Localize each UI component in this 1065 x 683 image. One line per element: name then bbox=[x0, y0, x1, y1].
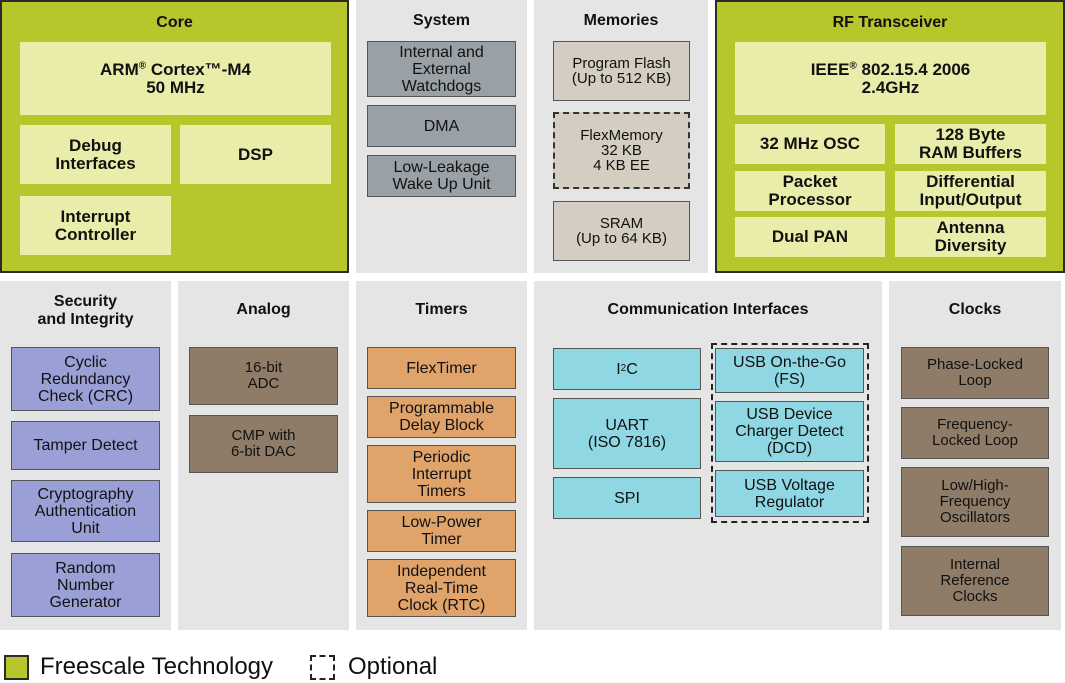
core-title: Core bbox=[156, 14, 193, 31]
programmable-delay-block: Programmable Delay Block bbox=[367, 396, 516, 438]
internal-reference-clocks-block: Internal Reference Clocks bbox=[901, 546, 1049, 616]
security-panel: Security and Integrity Cyclic Redundancy… bbox=[0, 281, 171, 630]
core-panel: Core ARM® Cortex™-M4 50 MHz Debug Interf… bbox=[0, 0, 349, 273]
dsp-block: DSP bbox=[180, 125, 331, 184]
flextimer-block: FlexTimer bbox=[367, 347, 516, 389]
usb-otg-block: USB On-the-Go (FS) bbox=[715, 348, 864, 393]
debug-interfaces-block: Debug Interfaces bbox=[20, 125, 171, 184]
low-power-timer-block: Low-Power Timer bbox=[367, 510, 516, 552]
sram-block: SRAM (Up to 64 KB) bbox=[553, 201, 690, 261]
usb-voltage-regulator-block: USB Voltage Regulator bbox=[715, 470, 864, 517]
cortex-m4-block: ARM® Cortex™-M4 50 MHz bbox=[20, 42, 331, 115]
program-flash-block: Program Flash (Up to 512 KB) bbox=[553, 41, 690, 101]
rf-title: RF Transceiver bbox=[832, 14, 948, 31]
adc-block: 16-bit ADC bbox=[189, 347, 338, 405]
osc-32mhz-block: 32 MHz OSC bbox=[735, 124, 885, 164]
rng-block: Random Number Generator bbox=[11, 553, 160, 617]
ram-buffers-block: 128 Byte RAM Buffers bbox=[895, 124, 1046, 164]
rf-transceiver-panel: RF Transceiver IEEE® 802.15.4 2006 2.4GH… bbox=[715, 0, 1065, 273]
tamper-detect-block: Tamper Detect bbox=[11, 421, 160, 470]
flexmemory-block: FlexMemory 32 KB 4 KB EE bbox=[553, 112, 690, 189]
oscillators-block: Low/High- Frequency Oscillators bbox=[901, 467, 1049, 537]
legend-freescale-swatch bbox=[4, 655, 29, 680]
system-panel: System Internal and External Watchdogs D… bbox=[356, 0, 527, 273]
differential-io-block: Differential Input/Output bbox=[895, 171, 1046, 211]
wake-up-unit-block: Low-Leakage Wake Up Unit bbox=[367, 155, 516, 197]
legend-optional-label: Optional bbox=[348, 653, 438, 680]
legend-optional-swatch bbox=[310, 655, 335, 680]
watchdogs-block: Internal and External Watchdogs bbox=[367, 41, 516, 97]
cortex-line1: ARM® Cortex™-M4 bbox=[100, 59, 251, 79]
security-title: Security and Integrity bbox=[37, 293, 134, 328]
analog-title: Analog bbox=[236, 301, 291, 318]
ieee-line2: 2.4GHz bbox=[861, 77, 920, 97]
packet-processor-block: Packet Processor bbox=[735, 171, 885, 211]
periodic-interrupt-timers-block: Periodic Interrupt Timers bbox=[367, 445, 516, 503]
usb-optional-group bbox=[711, 343, 869, 523]
legend-freescale-label: Freescale Technology bbox=[40, 653, 274, 680]
spi-block: SPI bbox=[553, 477, 701, 519]
memories-panel: Memories Program Flash (Up to 512 KB) Fl… bbox=[534, 0, 708, 273]
clocks-title: Clocks bbox=[948, 301, 1002, 318]
clocks-panel: Clocks Phase-Locked Loop Frequency- Lock… bbox=[889, 281, 1061, 630]
ieee-802154-block: IEEE® 802.15.4 2006 2.4GHz bbox=[735, 42, 1046, 115]
interrupt-controller-block: Interrupt Controller bbox=[20, 196, 171, 255]
uart-block: UART (ISO 7816) bbox=[553, 398, 701, 469]
ieee-line1: IEEE® 802.15.4 2006 bbox=[810, 59, 971, 79]
dual-pan-block: Dual PAN bbox=[735, 217, 885, 257]
cmp-dac-block: CMP with 6-bit DAC bbox=[189, 415, 338, 473]
memories-title: Memories bbox=[583, 12, 659, 29]
pll-block: Phase-Locked Loop bbox=[901, 347, 1049, 399]
usb-dcd-block: USB Device Charger Detect (DCD) bbox=[715, 401, 864, 462]
antenna-diversity-block: Antenna Diversity bbox=[895, 217, 1046, 257]
timers-panel: Timers FlexTimer Programmable Delay Bloc… bbox=[356, 281, 527, 630]
crc-block: Cyclic Redundancy Check (CRC) bbox=[11, 347, 160, 411]
cryptography-block: Cryptography Authentication Unit bbox=[11, 480, 160, 542]
system-title: System bbox=[413, 12, 470, 29]
cortex-line2: 50 MHz bbox=[146, 77, 205, 97]
rtc-block: Independent Real-Time Clock (RTC) bbox=[367, 559, 516, 617]
analog-panel: Analog 16-bit ADC CMP with 6-bit DAC bbox=[178, 281, 349, 630]
dma-block: DMA bbox=[367, 105, 516, 147]
timers-title: Timers bbox=[415, 301, 468, 318]
fll-block: Frequency- Locked Loop bbox=[901, 407, 1049, 459]
communication-title: Communication Interfaces bbox=[607, 301, 809, 318]
